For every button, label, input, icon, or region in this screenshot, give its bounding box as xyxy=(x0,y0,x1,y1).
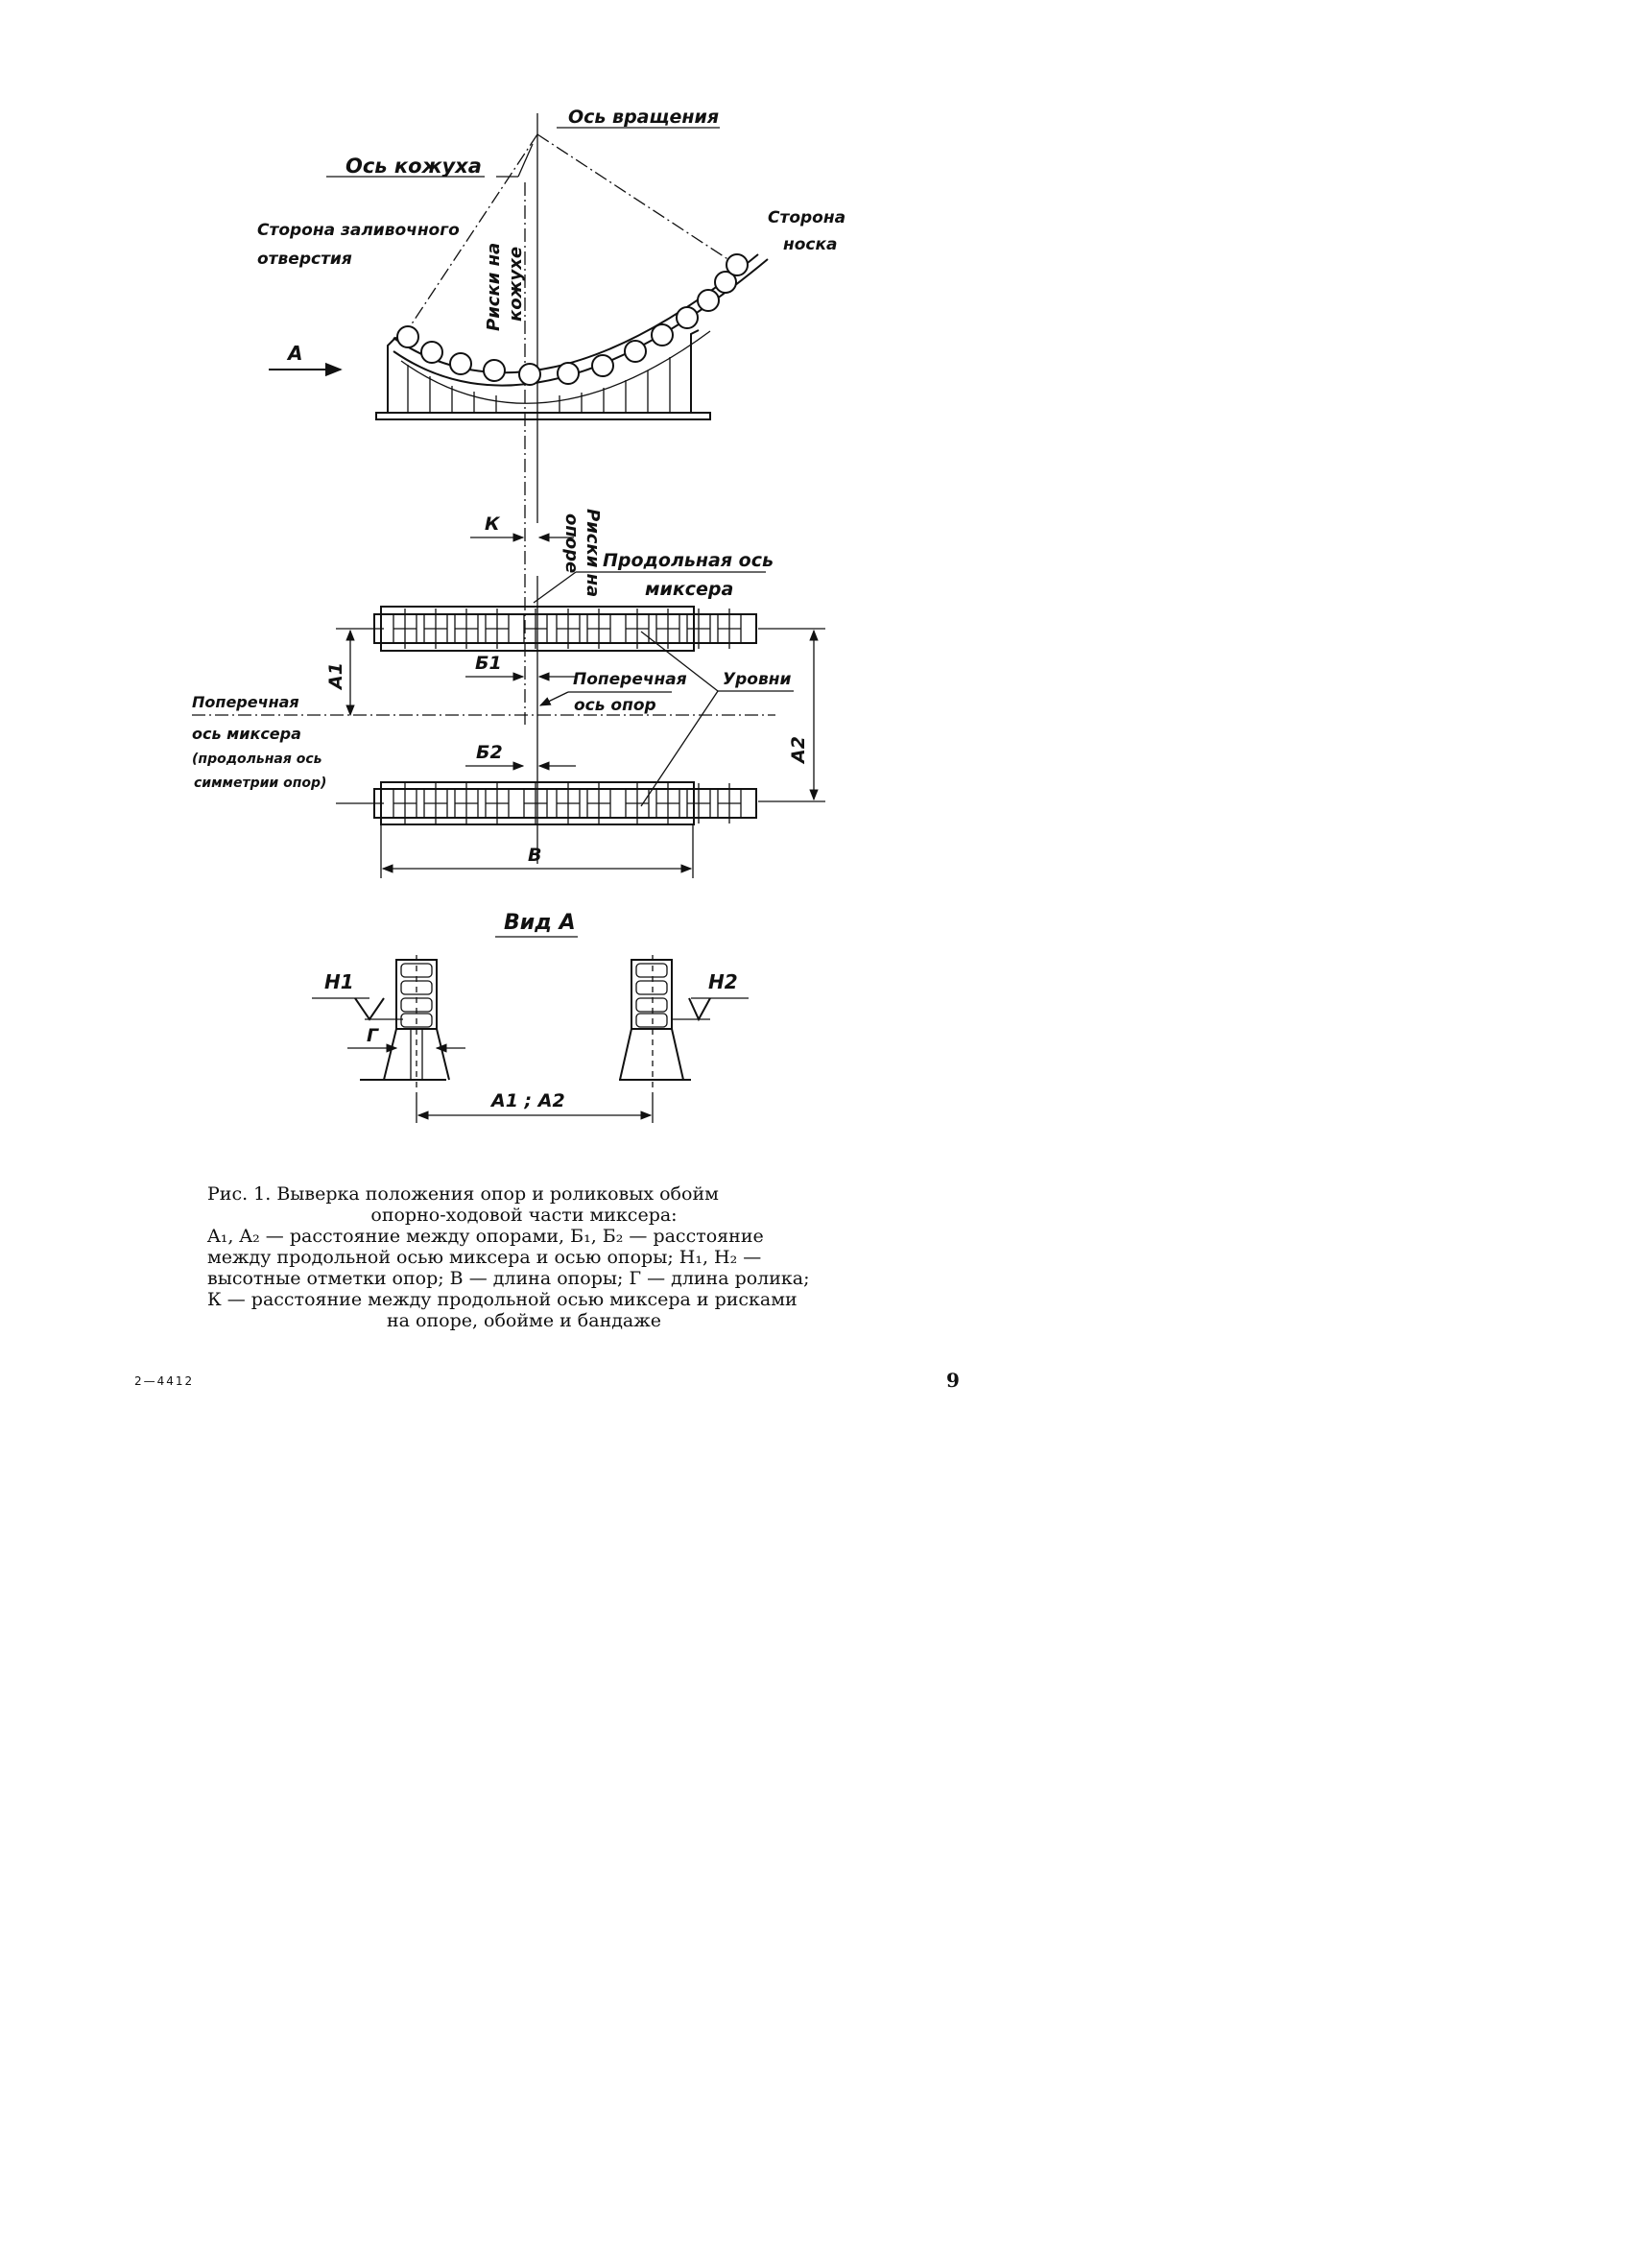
support-ribs xyxy=(407,357,671,413)
caption-line-1: Рис. 1. Выверка положения опор и роликов… xyxy=(207,1183,719,1205)
spout-side-radial-line xyxy=(536,133,736,265)
upper-rollers xyxy=(393,609,742,649)
mixer-axis-label-4: симметрии опор) xyxy=(194,776,326,791)
levels-leader-upper xyxy=(640,631,719,692)
h1-label: H1 xyxy=(324,970,354,993)
view-a-title: Вид А xyxy=(504,911,576,935)
support-left-post xyxy=(387,336,408,413)
alignment-figure: Ось вращения Ось кожуха Сторона заливочн… xyxy=(192,107,845,1123)
shell-axis-label: Ось кожуха xyxy=(345,155,482,178)
pour-side-label-1: Сторона заливочного xyxy=(257,221,460,240)
caption-line-3: A₁, A₂ — расстояние между опорами, Б₁, Б… xyxy=(207,1226,764,1247)
rotation-axis-label: Ось вращения xyxy=(568,107,719,128)
a1a2-label: A1 ; A2 xyxy=(489,1090,565,1111)
h2-marker xyxy=(688,997,711,1022)
longitudinal-axis-label-1: Продольная ось xyxy=(603,550,774,571)
view-a: Вид А H1 xyxy=(312,911,749,1123)
b1-label: Б1 xyxy=(475,653,502,674)
shell-marks-label-2: кожухе xyxy=(506,247,526,322)
caption-line-5: высотные отметки опор; В — длина опоры; … xyxy=(207,1268,810,1289)
pour-side-label-2: отверстия xyxy=(257,250,352,269)
spout-side-label-1: Сторона xyxy=(768,208,845,227)
shell-outer-curve xyxy=(393,253,759,374)
g-label: Г xyxy=(367,1025,379,1046)
caption-line-6: К — расстояние между продольной осью мик… xyxy=(207,1289,798,1310)
mixer-axis-label-1: Поперечная xyxy=(192,693,299,711)
support-saddle-curve xyxy=(400,330,711,404)
spout-side-label-2: носка xyxy=(783,235,838,254)
k-label: К xyxy=(485,513,501,535)
longitudinal-axis-label-2: миксера xyxy=(645,579,733,600)
right-roller-stack xyxy=(619,955,684,1094)
lower-support xyxy=(373,781,757,825)
upper-support xyxy=(373,606,757,652)
view-a-arrow-label: A xyxy=(286,342,302,365)
length-label: В xyxy=(528,845,541,866)
lower-rollers xyxy=(393,783,742,824)
left-roller-stack xyxy=(383,955,450,1094)
support-axis-label-1: Поперечная xyxy=(573,670,687,689)
pour-side-radial-line xyxy=(406,133,538,332)
page-number: 9 xyxy=(946,1369,960,1392)
plan-view: К Продольная ось миксера xyxy=(192,513,825,878)
support-marks-label-1: Риски на xyxy=(583,509,603,597)
mixer-axis-label-3: (продольная ось xyxy=(192,752,322,767)
shell-axis-leader-diag xyxy=(517,143,534,178)
figure-caption: Рис. 1. Выверка положения опор и роликов… xyxy=(207,1183,841,1331)
support-right-post xyxy=(690,329,700,413)
caption-line-4: между продольной осью миксера и осью опо… xyxy=(207,1247,762,1268)
a2-label: A2 xyxy=(788,736,809,765)
caption-line-7: на опоре, обойме и бандаже xyxy=(387,1310,661,1331)
h1-marker xyxy=(354,997,385,1021)
caption-line-2: опорно-ходовой части миксера: xyxy=(370,1205,678,1226)
footer-code: 2—4412 xyxy=(134,1374,195,1388)
h2-label: H2 xyxy=(708,970,738,993)
support-marks-label-2: опоре xyxy=(561,513,582,573)
levels-leader-lower xyxy=(640,690,719,807)
mixer-axis-label-2: ось миксера xyxy=(192,725,301,743)
b2-label: Б2 xyxy=(476,742,503,763)
support-base-plate xyxy=(375,412,711,420)
a1-label: A1 xyxy=(325,662,346,691)
support-axis-label-2: ось опор xyxy=(574,696,656,715)
support-axis-leader xyxy=(538,691,569,706)
side-elevation-view: Ось вращения Ось кожуха Сторона заливочн… xyxy=(257,107,845,725)
document-page: Ось вращения Ось кожуха Сторона заливочн… xyxy=(0,0,1088,1502)
shell-marks-label-1: Риски на xyxy=(484,243,504,331)
levels-label: Уровни xyxy=(723,670,791,689)
roller-chain xyxy=(396,253,749,386)
longitudinal-axis-leader xyxy=(533,571,577,604)
